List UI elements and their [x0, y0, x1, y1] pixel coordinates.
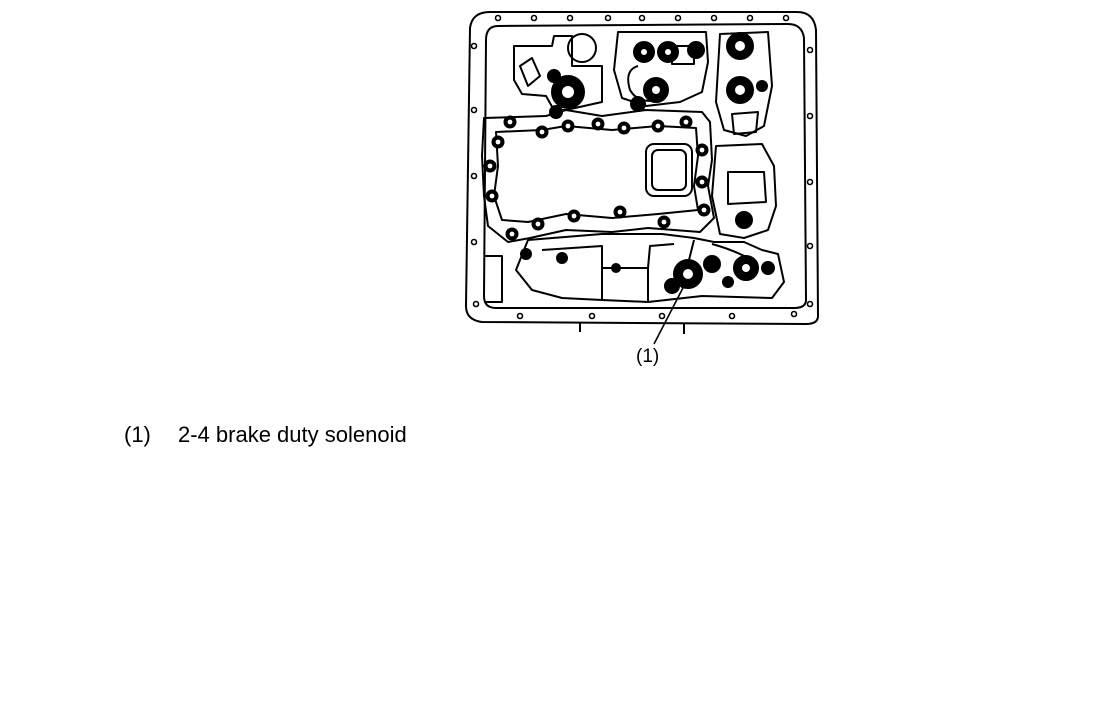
callout-label-1: (1): [636, 346, 660, 367]
legend: (1) 2-4 brake duty solenoid: [124, 422, 407, 448]
right-side-valve-block: [711, 143, 777, 239]
oil-pan-outer-flange: [465, 11, 819, 325]
solenoid-right-side: [735, 211, 753, 229]
legend-item: (1) 2-4 brake duty solenoid: [124, 422, 407, 448]
upper-right-valve-block: [715, 31, 773, 137]
legend-item-text: 2-4 brake duty solenoid: [178, 422, 407, 447]
lower-valve-body: [515, 233, 785, 303]
gasket-plate-outline: [481, 109, 715, 243]
solenoid-upper-right-a: [726, 32, 754, 60]
solenoid-upper-right-b: [726, 76, 768, 104]
two-four-brake-duty-solenoid: [664, 255, 721, 294]
valve-body-diagram: [465, 11, 819, 345]
legend-item-number: (1): [124, 422, 151, 447]
solenoid-lower-right: [722, 255, 775, 288]
solenoid-upper-middle-a: [633, 41, 705, 63]
lower-left-bolts: [520, 248, 621, 273]
oil-pan-inner-wall: [483, 23, 807, 309]
upper-left-valve-block: [513, 35, 603, 111]
callout-leader-line: [653, 281, 687, 345]
solenoid-upper-middle-b: [630, 77, 669, 112]
upper-middle-valve-block: [613, 31, 709, 107]
solenoid-upper-left: [547, 69, 585, 119]
